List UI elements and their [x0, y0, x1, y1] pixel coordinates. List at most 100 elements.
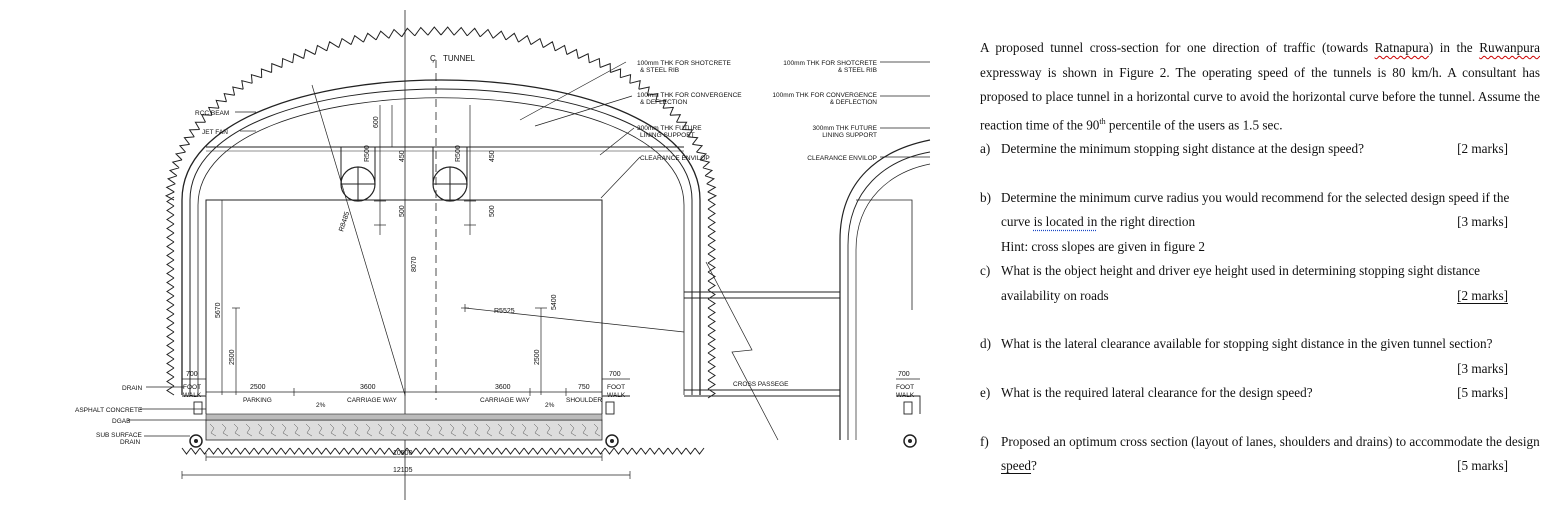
drains: [189, 434, 917, 448]
label-drain: DRAIN: [122, 385, 143, 392]
label-rcc-beam: RCC BEAM: [195, 110, 229, 117]
callouts-left-tunnel: 100mm THK FOR SHOTCRETE & STEEL RIB 100m…: [637, 60, 742, 162]
pavement: [205, 413, 603, 441]
radius-lines: [311, 84, 685, 396]
dim-10500: 10500: [393, 450, 413, 457]
question-a-label: a): [980, 141, 991, 157]
question-panel: A proposed tunnel cross-section for one …: [980, 36, 1540, 479]
question-d-label: d): [980, 336, 991, 352]
dim-5400: 5400: [551, 294, 558, 310]
question-f-marks: [5 marks]: [1457, 458, 1508, 474]
cross-passage: [684, 261, 840, 441]
question-d: d) What is the lateral clearance availab…: [980, 332, 1540, 381]
zone-labels: FOOT WALK PARKING CARRIAGE WAY CARRIAGE …: [183, 381, 915, 409]
centerline-symbol: Ç: [430, 54, 436, 63]
question-f-label: f): [980, 433, 989, 449]
question-a: a) Determine the minimum stopping sight …: [980, 137, 1540, 162]
slope-right: 2%: [545, 402, 555, 409]
clearance-envelope: [205, 199, 603, 395]
question-c-label: c): [980, 263, 991, 279]
question-f-text-end: ?: [1031, 458, 1037, 474]
horizontal-dimensions: [181, 378, 920, 479]
dim-r8485: R8485: [338, 211, 351, 233]
question-intro: A proposed tunnel cross-section for one …: [980, 36, 1540, 137]
question-e: e) What is the required lateral clearanc…: [980, 381, 1540, 406]
intro-sup-th: th: [1099, 116, 1106, 126]
question-e-text: What is the required lateral clearance f…: [1001, 385, 1313, 401]
callout-shotcrete: 100mm THK FOR SHOTCRETE: [637, 60, 731, 67]
dim-750: 750: [578, 384, 590, 391]
intro-ruwanpura: Ruwanpura: [1479, 40, 1540, 55]
dim-600: 600: [373, 116, 380, 128]
question-b-text-end: the right direction: [1097, 214, 1196, 230]
zone-shoulder: SHOULDER: [566, 397, 602, 404]
dim-r5525: R5525: [494, 308, 515, 315]
label-dgab: DGAB: [112, 418, 130, 425]
dim-12105: 12105: [393, 467, 413, 474]
callout-steel-rib-2: & STEEL RIB: [838, 67, 877, 74]
dim-8070: 8070: [411, 256, 418, 272]
centerline-label: TUNNEL: [443, 54, 476, 63]
tunnel-cross-section-figure: Ç TUNNEL: [75, 10, 931, 500]
dim-3600-left: 3600: [360, 384, 376, 391]
callout-convergence: 100mm THK FOR CONVERGENCE: [637, 92, 742, 99]
rock-excavation-outline: [164, 26, 718, 455]
question-a-text: Determine the minimum stopping sight dis…: [1001, 141, 1364, 157]
question-a-marks: [2 marks]: [1457, 141, 1508, 157]
zone-walk-left: WALK: [183, 392, 202, 399]
question-e-marks: [5 marks]: [1457, 385, 1508, 401]
vertical-dimensions: [221, 105, 547, 395]
callout-deflection: & DEFLECTION: [640, 99, 688, 106]
question-f-underlined: speed: [1001, 458, 1032, 474]
question-c-text: What is the object height and driver eye…: [1001, 263, 1481, 303]
jet-fan-left: [340, 147, 376, 202]
zone-walk-second: WALK: [896, 392, 915, 399]
callout-future-lining-2: 300mm THK FUTURE: [812, 125, 877, 132]
question-f-text: Proposed an optimum cross section (layou…: [1001, 433, 1540, 449]
callout-leaders: [128, 61, 930, 437]
question-c: c) What is the object height and driver …: [980, 259, 1540, 308]
dim-2500: 2500: [250, 384, 266, 391]
zone-carriage-right: CARRIAGE WAY: [480, 397, 531, 404]
question-b-text: Determine the minimum curve radius you w…: [1001, 189, 1510, 230]
intro-part: ) in the: [1428, 40, 1480, 55]
jet-fan-right: [432, 147, 468, 202]
dim-700-second: 700: [898, 371, 910, 378]
zone-walk-right: WALK: [607, 392, 626, 399]
label-sub-surface-drain: DRAIN: [120, 439, 141, 446]
question-b: b) Determine the minimum curve radius yo…: [980, 186, 1540, 260]
label-asphalt-concrete: ASPHALT CONCRETE: [75, 407, 143, 414]
dim-r500-left: R500: [364, 145, 371, 162]
zone-foot-second: FOOT: [896, 384, 914, 391]
question-b-marks: [3 marks]: [1457, 214, 1508, 230]
adjacent-tunnel: [839, 139, 931, 440]
zone-parking: PARKING: [243, 397, 272, 404]
dim-r500-right: R500: [455, 145, 462, 162]
intro-part: percentile of the users as 1.5 sec.: [1105, 116, 1283, 132]
intro-part: expressway is shown in Figure 2. The ope…: [980, 64, 1540, 105]
zone-foot-left: FOOT: [183, 384, 201, 391]
question-d-text: What is the lateral clearance available …: [1001, 336, 1493, 352]
dim-450-right: 450: [489, 150, 496, 162]
callout-clearance: CLEARANCE ENVILOP: [640, 155, 710, 162]
dim-700-right: 700: [609, 371, 621, 378]
callout-clearance-2: CLEARANCE ENVILOP: [807, 155, 877, 162]
rock-teeth: [164, 26, 718, 455]
question-b-underlined: is located in: [1033, 214, 1098, 230]
label-cross-passage: CROSS PASSEGE: [733, 381, 789, 388]
label-sub-surface: SUB SURFACE: [96, 432, 143, 439]
dim-500-left: 500: [399, 205, 406, 217]
dim-450-left: 450: [399, 150, 406, 162]
intro-ratnapura: Ratnapura: [1374, 40, 1429, 55]
question-b-hint: Hint: cross slopes are given in figure 2: [1001, 238, 1205, 254]
callout-lining-support: LINING SUPPORT: [640, 132, 695, 139]
intro-part: A proposed tunnel cross-section for one …: [980, 40, 1375, 55]
callout-future-lining: 300mm THK FUTURE: [637, 125, 702, 132]
tunnel-lining: [181, 79, 701, 395]
question-c-marks: [2 marks]: [1457, 287, 1508, 303]
dim-2500-vertical: 2500: [229, 349, 236, 365]
callout-lining-support-2: LINING SUPPORT: [822, 132, 877, 139]
callout-shotcrete-2: 100mm THK FOR SHOTCRETE: [783, 60, 877, 67]
left-labels: RCC BEAM JET FAN DRAIN ASPHALT CONCRETE …: [75, 110, 229, 446]
callout-convergence-2: 100mm THK FOR CONVERGENCE: [772, 92, 877, 99]
